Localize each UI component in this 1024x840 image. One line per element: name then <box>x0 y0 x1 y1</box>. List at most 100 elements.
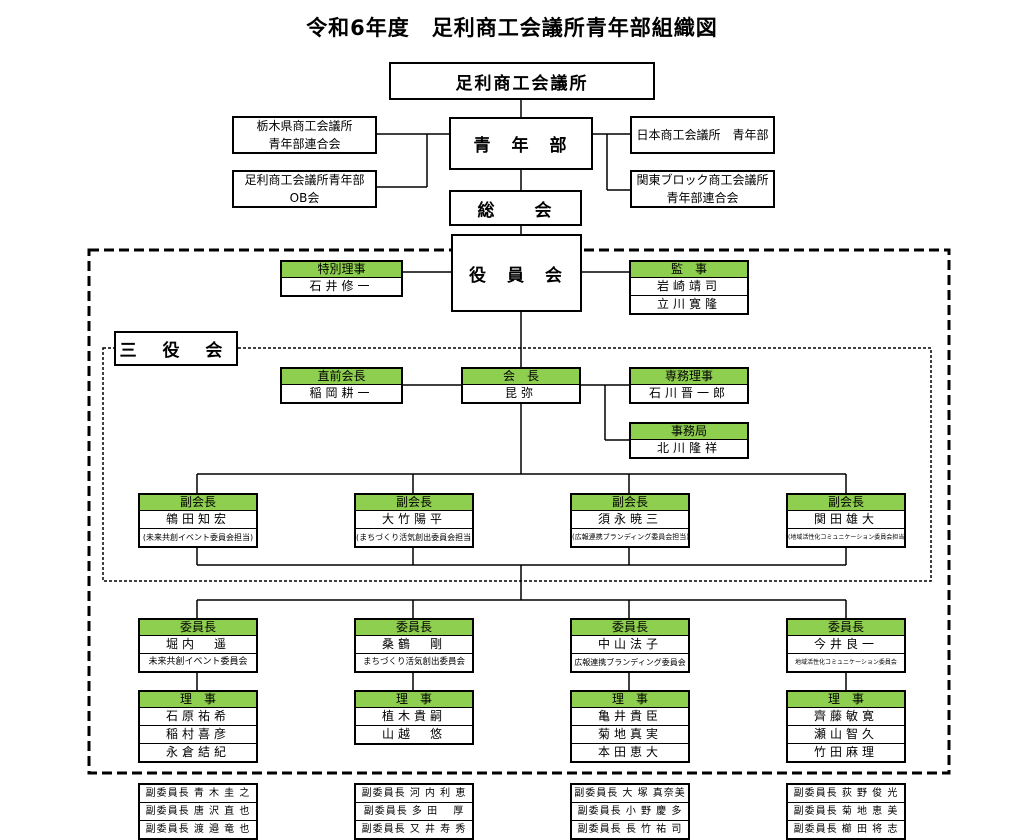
member-name: 大竹陽平 <box>381 512 446 526</box>
vice-chair-row: 副委員長 河 内 利 恵 <box>361 788 467 799</box>
vice-chair-list: 副委員長 青 木 圭 之 副委員長 唐 沢 直 也 副委員長 渡 邉 竜 也 <box>138 783 258 840</box>
card-header: 事務局 <box>631 424 747 440</box>
member-name: 関田雄大 <box>813 512 878 526</box>
member-name: 石川晋一郎 <box>648 386 729 400</box>
card-header: 理 事 <box>572 692 688 708</box>
nissho-label: 日本商工会議所 青年部 <box>636 128 769 142</box>
page-title: 令和6年度 足利商工会議所青年部組織図 <box>306 16 718 40</box>
member-name: 瀬山智久 <box>788 725 904 743</box>
sanyakukai-label-box: 三 役 会 <box>114 331 238 366</box>
committee-name: 未来共創イベント委員会 <box>140 653 256 671</box>
kanto-line2: 青年部連合会 <box>666 191 739 205</box>
member-name: 桑鶴 剛 <box>381 637 446 651</box>
soukai-label: 総 会 <box>477 200 554 221</box>
card-header: 委員長 <box>140 620 256 636</box>
vice-chair-row: 副委員長 長 竹 祐 司 <box>572 820 688 838</box>
card-header: 委員長 <box>356 620 472 636</box>
vice-chair-row: 副委員長 菊 地 恵 美 <box>788 802 904 820</box>
card-header: 委員長 <box>572 620 688 636</box>
vice-president-card: 副会長 鴾田知宏 (未来共創イベント委員会担当) <box>138 493 258 548</box>
riji-card: 理 事 亀井貴臣 菊地真実 本田恵大 <box>570 690 690 763</box>
soukai-box: 総 会 <box>449 190 582 226</box>
senmu-riji-card: 専務理事 石川晋一郎 <box>629 367 749 404</box>
seinenbu-label: 青 年 部 <box>473 136 569 156</box>
member-name: 石原祐希 <box>165 709 230 723</box>
vice-chair-row: 副委員長 又 井 寿 秀 <box>356 820 472 838</box>
sanyakukai-label: 三 役 会 <box>119 341 233 361</box>
card-header: 理 事 <box>788 692 904 708</box>
vice-chair-row: 副委員長 大 塚 真奈美 <box>574 788 686 799</box>
member-name: 植木貴嗣 <box>381 709 446 723</box>
card-header: 特別理事 <box>282 262 401 278</box>
kanto-box: 関東ブロック商工会議所 青年部連合会 <box>630 170 775 208</box>
member-name: 今井良一 <box>813 637 878 651</box>
vice-chair-row: 副委員長 渡 邉 竜 也 <box>140 820 256 838</box>
committee-name: 地域活性化コミュニケーション委員会 <box>788 653 904 671</box>
kanto-line1: 関東ブロック商工会議所 <box>636 173 769 187</box>
member-name: 稲村喜彦 <box>140 725 256 743</box>
tochigi-line1: 栃木県商工会議所 <box>256 119 353 133</box>
vice-chair-list: 副委員長 大 塚 真奈美 副委員長 小 野 慶 多 副委員長 長 竹 祐 司 <box>570 783 690 840</box>
member-name: 稲岡耕一 <box>309 386 374 400</box>
seinenbu-box: 青 年 部 <box>449 117 593 170</box>
tokubetsu-riji-card: 特別理事 石井修一 <box>280 260 403 297</box>
vice-chair-row: 副委員長 荻 野 俊 光 <box>793 788 899 799</box>
member-name: 岩崎靖司 <box>656 279 721 293</box>
vice-chair-row: 副委員長 櫛 田 将 志 <box>788 820 904 838</box>
member-name: 石井修一 <box>309 279 374 293</box>
tochigi-federation-box: 栃木県商工会議所 青年部連合会 <box>232 116 377 154</box>
ob-line2: OB会 <box>289 191 320 205</box>
sanyakukai-boundary <box>102 347 932 582</box>
vice-chair-list: 副委員長 河 内 利 恵 副委員長 多 田 厚 副委員長 又 井 寿 秀 <box>354 783 474 840</box>
chokuzen-kaicho-card: 直前会長 稲岡耕一 <box>280 367 403 404</box>
kanji-card: 監 事 岩崎靖司 立川寛隆 <box>629 260 749 315</box>
committee-name: 広報連携ブランディング委員会 <box>572 653 688 671</box>
role-note: (未来共創イベント委員会担当) <box>140 528 256 546</box>
member-name: 山越 悠 <box>356 725 472 743</box>
card-header: 副会長 <box>572 495 688 511</box>
committee-chair-card: 委員長 今井良一 地域活性化コミュニケーション委員会 <box>786 618 906 673</box>
yakuinkai-box: 役 員 会 <box>451 234 582 312</box>
member-name: 菊地真実 <box>572 725 688 743</box>
role-note: (広報連携ブランディング委員会担当) <box>572 528 688 546</box>
member-name: 亀井貴臣 <box>597 709 662 723</box>
nissho-box: 日本商工会議所 青年部 <box>630 116 775 154</box>
member-name: 立川寛隆 <box>631 295 747 313</box>
tochigi-line2: 青年部連合会 <box>268 137 341 151</box>
vice-chair-row: 副委員長 多 田 厚 <box>356 802 472 820</box>
member-name: 北川隆祥 <box>656 441 721 455</box>
card-header: 理 事 <box>140 692 256 708</box>
vice-president-card: 副会長 須永暁三 (広報連携ブランディング委員会担当) <box>570 493 690 548</box>
ob-line1: 足利商工会議所青年部 <box>244 173 365 187</box>
committee-chair-card: 委員長 堀内 遥 未来共創イベント委員会 <box>138 618 258 673</box>
ob-box: 足利商工会議所青年部 OB会 <box>232 170 377 208</box>
card-header: 副会長 <box>356 495 472 511</box>
committee-chair-card: 委員長 中山法子 広報連携ブランディング委員会 <box>570 618 690 673</box>
vice-president-card: 副会長 大竹陽平 (まちづくり活気創出委員会担当) <box>354 493 474 548</box>
member-name: 須永暁三 <box>597 512 662 526</box>
member-name: 昆弥 <box>504 386 537 400</box>
card-header: 副会長 <box>788 495 904 511</box>
org-box: 足利商工会議所 <box>389 62 655 100</box>
yakuinkai-label: 役 員 会 <box>469 265 564 286</box>
kaicho-card: 会 長 昆弥 <box>461 367 581 404</box>
member-name: 齊藤敏寛 <box>813 709 878 723</box>
riji-card: 理 事 植木貴嗣 山越 悠 <box>354 690 474 745</box>
vice-chair-row: 副委員長 唐 沢 直 也 <box>140 802 256 820</box>
member-name: 中山法子 <box>597 637 662 651</box>
member-name: 竹田麻理 <box>788 743 904 761</box>
member-name: 本田恵大 <box>572 743 688 761</box>
riji-card: 理 事 齊藤敏寛 瀬山智久 竹田麻理 <box>786 690 906 763</box>
card-header: 専務理事 <box>631 369 747 385</box>
member-name: 永倉結紀 <box>140 743 256 761</box>
card-header: 監 事 <box>631 262 747 278</box>
card-header: 副会長 <box>140 495 256 511</box>
card-header: 理 事 <box>356 692 472 708</box>
org-label: 足利商工会議所 <box>455 73 589 94</box>
card-header: 直前会長 <box>282 369 401 385</box>
vice-president-card: 副会長 関田雄大 (地域活性化コミュニケーション委員会担当) <box>786 493 906 548</box>
riji-card: 理 事 石原祐希 稲村喜彦 永倉結紀 <box>138 690 258 763</box>
member-name: 鴾田知宏 <box>165 512 230 526</box>
committee-chair-card: 委員長 桑鶴 剛 まちづくり活気創出委員会 <box>354 618 474 673</box>
role-note: (まちづくり活気創出委員会担当) <box>356 528 472 546</box>
